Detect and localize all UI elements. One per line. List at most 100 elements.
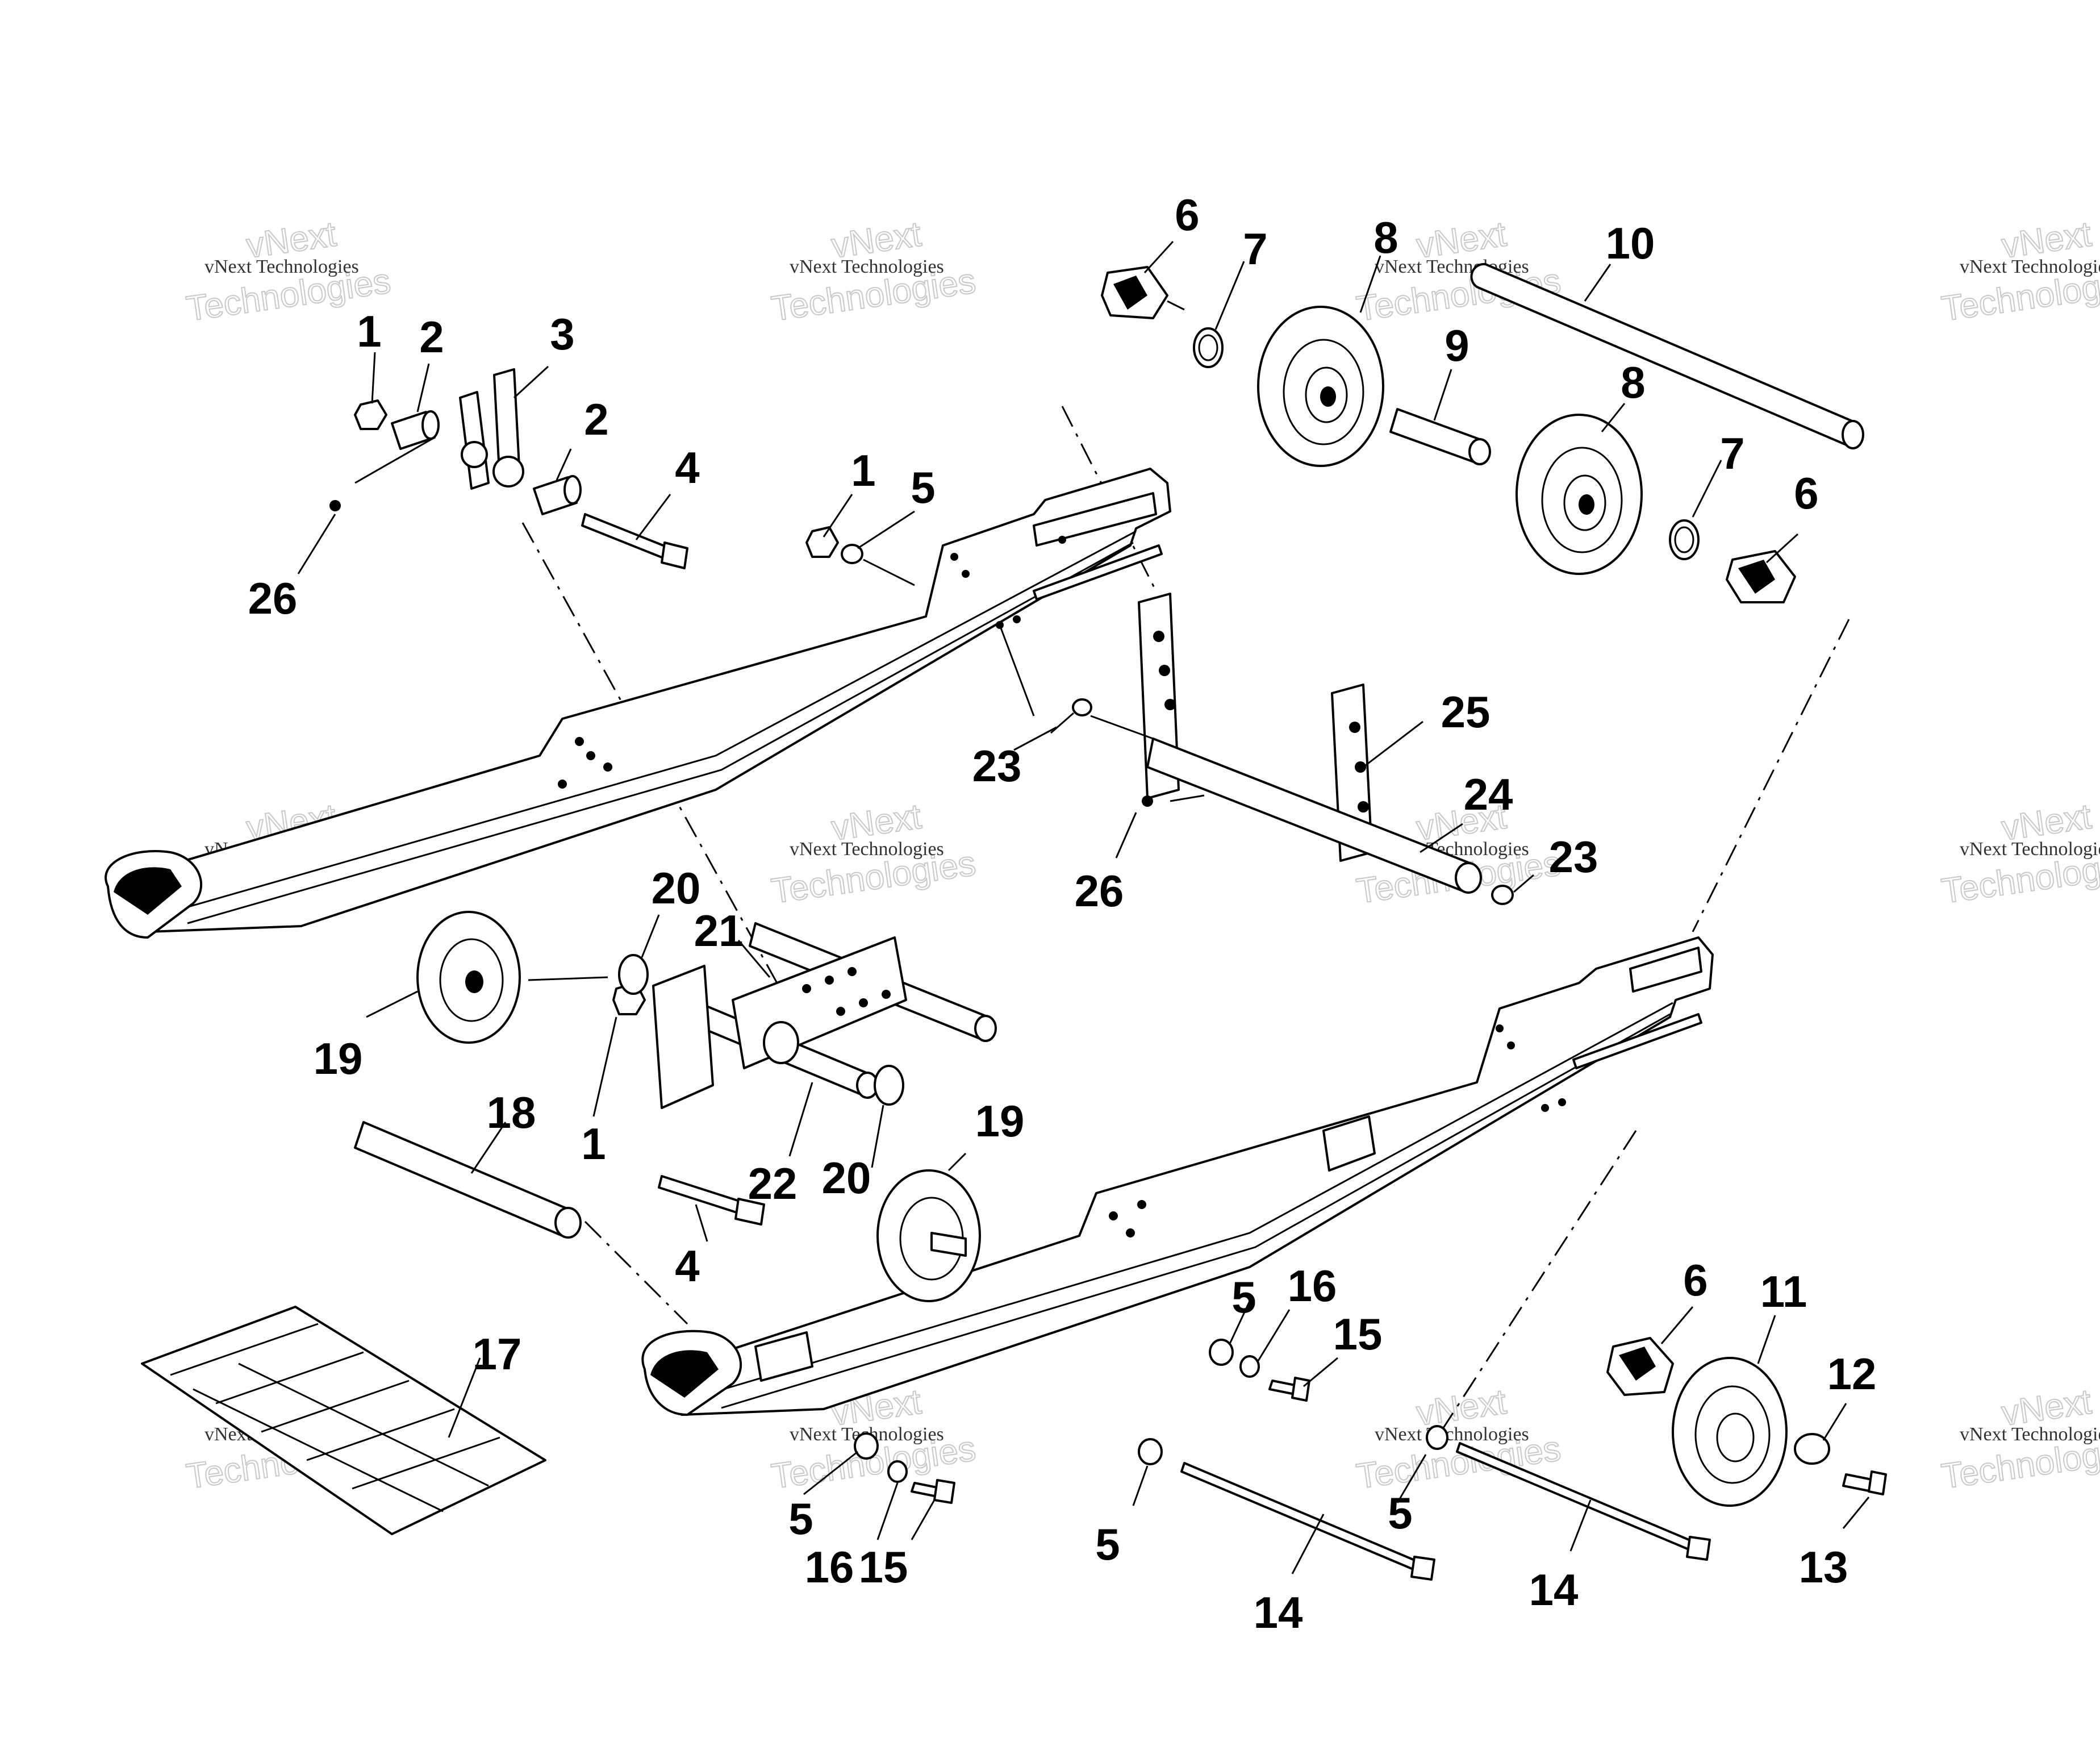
arm-hole <box>882 990 891 999</box>
link-hole <box>492 456 524 487</box>
rail-tip-shade <box>650 1350 719 1398</box>
callout-15: 15 <box>859 1542 908 1592</box>
track-lug <box>170 1323 319 1376</box>
watermark: vNext Technologies vNext Technologies <box>769 214 979 329</box>
bolt-shank <box>658 1175 742 1214</box>
centerline <box>1692 619 1850 932</box>
rail-tip-shade <box>114 867 182 915</box>
front-arm-assembly <box>612 922 997 1109</box>
callout-19: 19 <box>975 1096 1025 1146</box>
wheel-hub <box>1305 366 1348 423</box>
callout-1: 1 <box>357 306 381 356</box>
washer <box>874 1065 904 1106</box>
callout-16: 16 <box>1288 1261 1337 1311</box>
idler-wheel <box>1515 414 1643 575</box>
callout-23: 23 <box>1549 832 1598 882</box>
track-lug <box>215 1351 364 1405</box>
bracket-hole <box>1159 665 1170 676</box>
arm-hole <box>763 1021 799 1064</box>
rail-hole <box>1496 1024 1504 1032</box>
nut <box>805 526 839 558</box>
callout-3: 3 <box>550 309 574 359</box>
rear-axle-shaft <box>1470 262 1864 448</box>
rail-hole <box>962 570 970 578</box>
idler-wheel <box>1257 306 1384 467</box>
wheel-bore <box>1579 494 1594 515</box>
rail-edge <box>704 1002 1673 1396</box>
callout-26: 26 <box>1075 866 1124 916</box>
front-linkage-parts <box>329 368 863 569</box>
callout-17: 17 <box>473 1329 522 1379</box>
watermark-text: vNext Technologies <box>204 256 359 277</box>
wheel-hub <box>1563 474 1606 531</box>
washer <box>618 954 649 995</box>
callout-26: 26 <box>248 573 298 623</box>
front-wheels <box>416 911 981 1302</box>
rail-hole <box>603 762 612 772</box>
watermark-text: vNext Technologies <box>1960 256 2100 277</box>
callout-5: 5 <box>911 462 935 512</box>
lower-left-parts <box>141 1121 765 1535</box>
bearing-cap-shade <box>1113 276 1147 310</box>
spacer-end <box>1468 438 1491 465</box>
washer <box>1669 519 1700 560</box>
rail-hole <box>558 780 567 789</box>
callout-6: 6 <box>1683 1255 1707 1305</box>
rail-slot <box>1629 947 1702 993</box>
rail-slot <box>1033 544 1163 601</box>
callout-18: 18 <box>487 1087 536 1137</box>
arm-hole <box>847 967 857 976</box>
centerline <box>1436 1130 1637 1438</box>
wheel-bore <box>465 970 483 993</box>
watermark: vNext Technologies vNext Technologies <box>1939 796 2100 911</box>
washer <box>1426 1425 1448 1450</box>
callout-14: 14 <box>1254 1587 1303 1637</box>
grease-fitting <box>1142 795 1153 807</box>
wheel-hub <box>1716 1412 1755 1462</box>
link-plate <box>459 391 490 490</box>
watermark: vNext Technologies vNext Technologies <box>1939 214 2100 329</box>
bushing-end <box>421 410 440 440</box>
callout-4: 4 <box>675 1241 699 1291</box>
track-lug <box>306 1408 455 1461</box>
bracket-hole <box>1349 722 1360 733</box>
track-rib <box>193 1388 444 1512</box>
lower-right-parts <box>854 1337 1887 1581</box>
wheel-rim <box>439 938 504 1022</box>
washer <box>1072 698 1092 716</box>
callout-12: 12 <box>1827 1349 1877 1399</box>
rear-axle-assembly <box>1101 262 1864 603</box>
callout-20: 20 <box>652 863 701 913</box>
watermark: vNext Technologies vNext Technologies <box>1939 1381 2100 1497</box>
rail-hole <box>1109 1211 1118 1220</box>
washer <box>1193 327 1224 368</box>
watermark-text: vNext Technologies <box>1960 839 2100 860</box>
rail-edge <box>187 541 1134 924</box>
rail-hole <box>1013 615 1021 623</box>
callout-labels: 1 2 3 2 4 26 1 5 6 7 8 9 10 8 7 6 25 23 … <box>248 190 1877 1637</box>
watermark-text: vNext Technologies <box>1960 1424 2100 1445</box>
arm-hole <box>802 984 811 993</box>
callout-6: 6 <box>1175 190 1199 240</box>
link-hole <box>461 441 488 468</box>
bearing-cap-shade <box>1619 1347 1656 1381</box>
rail-hole <box>1541 1104 1549 1112</box>
callout-2: 2 <box>584 394 608 444</box>
callout-7: 7 <box>1720 428 1744 478</box>
callout-5: 5 <box>1388 1488 1412 1538</box>
centerline <box>584 1220 688 1325</box>
callout-25: 25 <box>1441 687 1491 737</box>
rail-slot <box>1572 1013 1702 1069</box>
bolt-head <box>734 1198 765 1226</box>
wheel-rim <box>1283 339 1364 445</box>
rail-body <box>135 468 1171 933</box>
rail-slot <box>1033 492 1157 547</box>
arm-hole <box>836 1007 845 1016</box>
washer <box>1491 885 1514 905</box>
callout-1: 1 <box>851 445 875 495</box>
washer <box>887 1460 908 1483</box>
rail-block <box>1322 1115 1376 1172</box>
centerline <box>521 522 791 1006</box>
rail-hole <box>950 553 958 561</box>
callout-23: 23 <box>972 741 1022 791</box>
